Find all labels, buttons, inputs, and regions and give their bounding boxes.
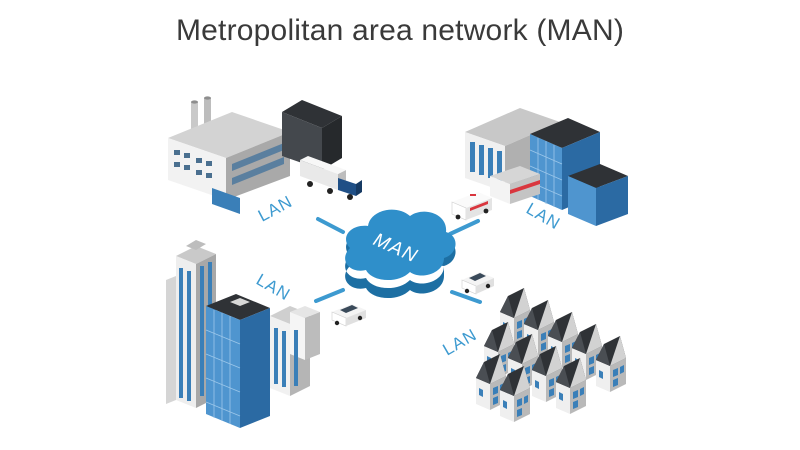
car-icon	[461, 272, 494, 295]
car-icon	[331, 304, 366, 327]
truck-icon	[300, 156, 362, 200]
link-line-top-right	[448, 219, 480, 236]
connection-lines	[314, 217, 482, 304]
lan-label-bottom-left: LAN	[253, 270, 294, 304]
house-icon	[596, 336, 626, 392]
factory-icon	[168, 96, 362, 214]
link-line-top-left	[316, 217, 345, 234]
hospital-icon	[451, 108, 628, 226]
house-icon	[556, 358, 586, 414]
house-icon	[500, 366, 530, 422]
man-cloud: MAN	[345, 209, 456, 299]
lan-label-bottom-right: LAN	[440, 325, 481, 359]
link-line-bottom-left	[314, 288, 345, 303]
diagram-title: Metropolitan area network (MAN)	[175, 14, 625, 47]
lan-label-top-left: LAN	[255, 192, 296, 226]
house-icon	[532, 346, 562, 402]
ambulance-icon	[451, 192, 492, 221]
residential-houses-icon	[461, 272, 626, 422]
office-towers-icon	[166, 240, 366, 428]
link-line-bottom-right	[450, 290, 482, 304]
